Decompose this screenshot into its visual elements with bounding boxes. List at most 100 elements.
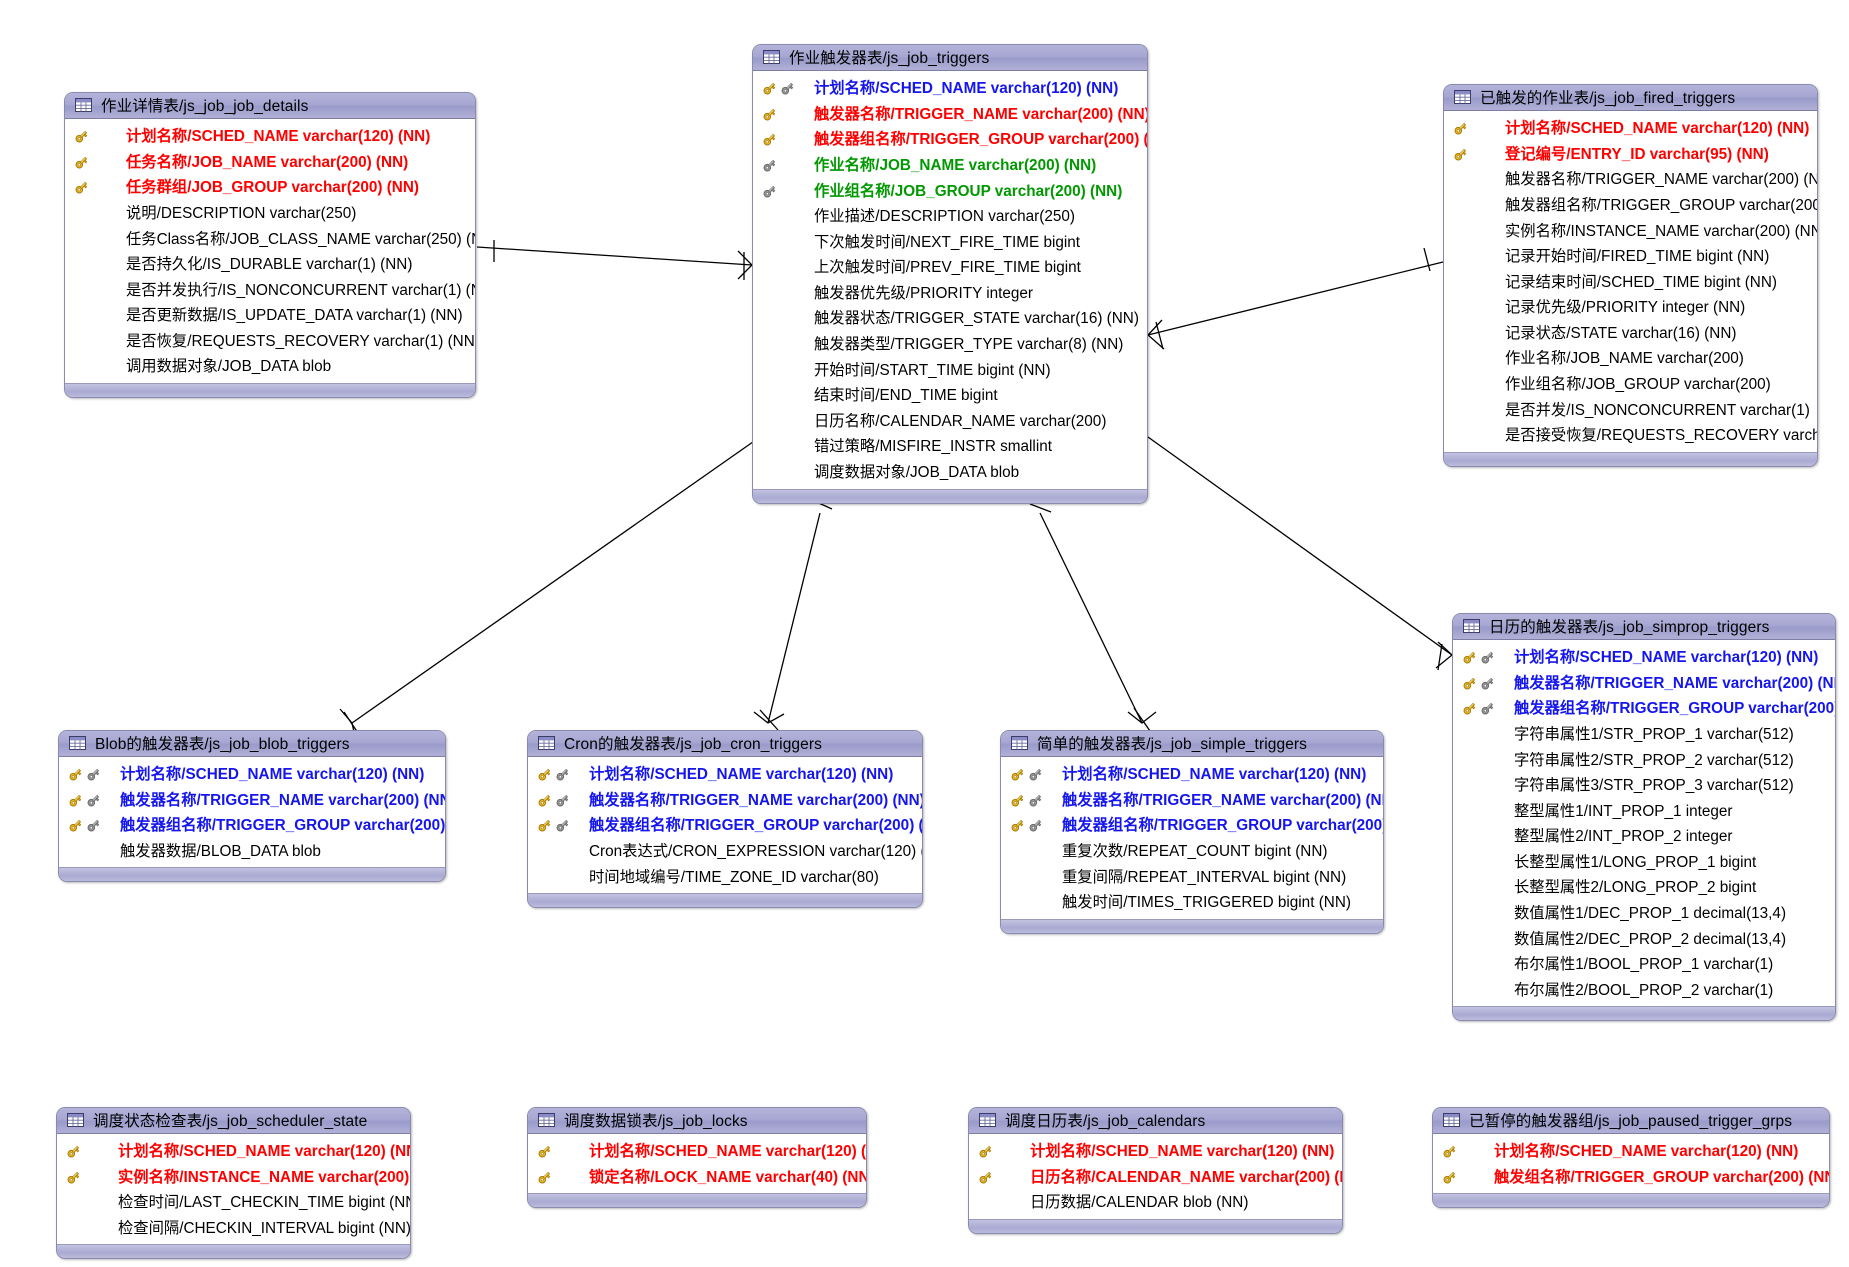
attribute-row[interactable]: Cron表达式/CRON_EXPRESSION varchar(120) (NN…	[528, 839, 922, 865]
entity-blob_triggers[interactable]: Blob的触发器表/js_job_blob_triggers 计划名称/SCHED…	[58, 730, 446, 883]
attribute-row[interactable]: 检查间隔/CHECKIN_INTERVAL bigint (NN)	[57, 1216, 410, 1242]
attribute-row[interactable]: 布尔属性2/BOOL_PROP_2 varchar(1)	[1453, 978, 1835, 1004]
attribute-row[interactable]: 日历名称/CALENDAR_NAME varchar(200)	[753, 409, 1147, 435]
attribute-row[interactable]: 触发器类型/TRIGGER_TYPE varchar(8) (NN)	[753, 332, 1147, 358]
attribute-row[interactable]: 长整型属性2/LONG_PROP_2 bigint	[1453, 875, 1835, 901]
attribute-row[interactable]: 作业描述/DESCRIPTION varchar(250)	[753, 204, 1147, 230]
attribute-row[interactable]: 触发器状态/TRIGGER_STATE varchar(16) (NN)	[753, 306, 1147, 332]
attribute-row[interactable]: 字符串属性1/STR_PROP_1 varchar(512)	[1453, 722, 1835, 748]
attribute-row[interactable]: 触发器组名称/TRIGGER_GROUP varchar(200) (NN)	[753, 127, 1147, 153]
attribute-row[interactable]: 错过策略/MISFIRE_INSTR smallint	[753, 434, 1147, 460]
attribute-row[interactable]: 任务群组/JOB_GROUP varchar(200) (NN)	[65, 175, 475, 201]
attribute-row[interactable]: 作业名称/JOB_NAME varchar(200) (NN)	[753, 153, 1147, 179]
attribute-row[interactable]: 结束时间/END_TIME bigint	[753, 383, 1147, 409]
attribute-row[interactable]: 计划名称/SCHED_NAME varchar(120) (NN)	[1453, 645, 1835, 671]
entity-header-paused_trigger_grps[interactable]: 已暂停的触发器组/js_job_paused_trigger_grps	[1433, 1108, 1829, 1134]
attribute-row[interactable]: 触发器名称/TRIGGER_NAME varchar(200) (NN)	[1001, 788, 1383, 814]
attribute-row[interactable]: 触发器组名称/TRIGGER_GROUP varchar(200) (NN)	[59, 813, 445, 839]
attribute-row[interactable]: 触发器名称/TRIGGER_NAME varchar(200) (NN)	[59, 788, 445, 814]
attribute-row[interactable]: 触发器名称/TRIGGER_NAME varchar(200) (NN)	[1444, 167, 1817, 193]
attribute-row[interactable]: 记录结束时间/SCHED_TIME bigint (NN)	[1444, 270, 1817, 296]
attribute-row[interactable]: 作业组名称/JOB_GROUP varchar(200) (NN)	[753, 178, 1147, 204]
entity-job_details[interactable]: 作业详情表/js_job_job_details 计划名称/SCHED_NAME …	[64, 92, 476, 398]
entity-header-locks[interactable]: 调度数据锁表/js_job_locks	[528, 1108, 866, 1134]
attribute-row[interactable]: 是否更新数据/IS_UPDATE_DATA varchar(1) (NN)	[65, 303, 475, 329]
entity-job_triggers[interactable]: 作业触发器表/js_job_triggers 计划名称/SCHED_NAME va…	[752, 44, 1148, 504]
entity-paused_trigger_grps[interactable]: 已暂停的触发器组/js_job_paused_trigger_grps 计划名称/…	[1432, 1107, 1830, 1209]
attribute-row[interactable]: 实例名称/INSTANCE_NAME varchar(200) (NN)	[1444, 218, 1817, 244]
entity-cron_triggers[interactable]: Cron的触发器表/js_job_cron_triggers 计划名称/SCHED…	[527, 730, 923, 908]
entity-header-job_details[interactable]: 作业详情表/js_job_job_details	[65, 93, 475, 119]
attribute-row[interactable]: 数值属性2/DEC_PROP_2 decimal(13,4)	[1453, 927, 1835, 953]
attribute-row[interactable]: 调用数据对象/JOB_DATA blob	[65, 354, 475, 380]
attribute-row[interactable]: 是否恢复/REQUESTS_RECOVERY varchar(1) (NN)	[65, 329, 475, 355]
attribute-row[interactable]: 整型属性1/INT_PROP_1 integer	[1453, 799, 1835, 825]
attribute-row[interactable]: 记录优先级/PRIORITY integer (NN)	[1444, 295, 1817, 321]
attribute-row[interactable]: 数值属性1/DEC_PROP_1 decimal(13,4)	[1453, 901, 1835, 927]
attribute-row[interactable]: 触发器组名称/TRIGGER_GROUP varchar(200) (NN)	[1453, 696, 1835, 722]
attribute-row[interactable]: 锁定名称/LOCK_NAME varchar(40) (NN)	[528, 1165, 866, 1191]
entity-fired_triggers[interactable]: 已触发的作业表/js_job_fired_triggers 计划名称/SCHED_…	[1443, 84, 1818, 467]
entity-header-fired_triggers[interactable]: 已触发的作业表/js_job_fired_triggers	[1444, 85, 1817, 111]
attribute-row[interactable]: 时间地域编号/TIME_ZONE_ID varchar(80)	[528, 864, 922, 890]
attribute-row[interactable]: 是否并发/IS_NONCONCURRENT varchar(1)	[1444, 398, 1817, 424]
attribute-row[interactable]: 计划名称/SCHED_NAME varchar(120) (NN)	[59, 762, 445, 788]
attribute-row[interactable]: 触发器组名称/TRIGGER_GROUP varchar(200) (NN)	[528, 813, 922, 839]
attribute-row[interactable]: 计划名称/SCHED_NAME varchar(120) (NN)	[528, 762, 922, 788]
attribute-row[interactable]: 计划名称/SCHED_NAME varchar(120) (NN)	[1001, 762, 1383, 788]
attribute-row[interactable]: 字符串属性2/STR_PROP_2 varchar(512)	[1453, 747, 1835, 773]
attribute-row[interactable]: 下次触发时间/NEXT_FIRE_TIME bigint	[753, 230, 1147, 256]
attribute-row[interactable]: 开始时间/START_TIME bigint (NN)	[753, 358, 1147, 384]
attribute-row[interactable]: 检查时间/LAST_CHECKIN_TIME bigint (NN)	[57, 1190, 410, 1216]
attribute-row[interactable]: 重复间隔/REPEAT_INTERVAL bigint (NN)	[1001, 864, 1383, 890]
attribute-row[interactable]: 触发器数据/BLOB_DATA blob	[59, 839, 445, 865]
attribute-row[interactable]: 计划名称/SCHED_NAME varchar(120) (NN)	[528, 1139, 866, 1165]
attribute-row[interactable]: 计划名称/SCHED_NAME varchar(120) (NN)	[65, 124, 475, 150]
attribute-row[interactable]: 任务Class名称/JOB_CLASS_NAME varchar(250) (N…	[65, 226, 475, 252]
attribute-row[interactable]: 计划名称/SCHED_NAME varchar(120) (NN)	[1444, 116, 1817, 142]
attribute-row[interactable]: 触发器名称/TRIGGER_NAME varchar(200) (NN)	[1453, 671, 1835, 697]
attribute-row[interactable]: 任务名称/JOB_NAME varchar(200) (NN)	[65, 150, 475, 176]
attribute-row[interactable]: 触发器名称/TRIGGER_NAME varchar(200) (NN)	[528, 788, 922, 814]
entity-simple_triggers[interactable]: 简单的触发器表/js_job_simple_triggers 计划名称/SCHED…	[1000, 730, 1384, 934]
attribute-row[interactable]: 计划名称/SCHED_NAME varchar(120) (NN)	[753, 76, 1147, 102]
attribute-row[interactable]: 触发器组名称/TRIGGER_GROUP varchar(200) (NN)	[1444, 193, 1817, 219]
entity-header-blob_triggers[interactable]: Blob的触发器表/js_job_blob_triggers	[59, 731, 445, 757]
attribute-row[interactable]: 整型属性2/INT_PROP_2 integer	[1453, 824, 1835, 850]
entity-calendars[interactable]: 调度日历表/js_job_calendars 计划名称/SCHED_NAME va…	[968, 1107, 1343, 1234]
attribute-row[interactable]: 作业名称/JOB_NAME varchar(200)	[1444, 346, 1817, 372]
entity-locks[interactable]: 调度数据锁表/js_job_locks 计划名称/SCHED_NAME varch…	[527, 1107, 867, 1209]
attribute-row[interactable]: 记录开始时间/FIRED_TIME bigint (NN)	[1444, 244, 1817, 270]
entity-header-simprop_triggers[interactable]: 日历的触发器表/js_job_simprop_triggers	[1453, 614, 1835, 640]
attribute-row[interactable]: 触发器组名称/TRIGGER_GROUP varchar(200) (NN)	[1001, 813, 1383, 839]
entity-header-calendars[interactable]: 调度日历表/js_job_calendars	[969, 1108, 1342, 1134]
attribute-row[interactable]: 触发器优先级/PRIORITY integer	[753, 281, 1147, 307]
attribute-row[interactable]: 上次触发时间/PREV_FIRE_TIME bigint	[753, 255, 1147, 281]
attribute-row[interactable]: 登记编号/ENTRY_ID varchar(95) (NN)	[1444, 142, 1817, 168]
entity-header-cron_triggers[interactable]: Cron的触发器表/js_job_cron_triggers	[528, 731, 922, 757]
attribute-row[interactable]: 作业组名称/JOB_GROUP varchar(200)	[1444, 372, 1817, 398]
attribute-row[interactable]: 触发组名称/TRIGGER_GROUP varchar(200) (NN)	[1433, 1165, 1829, 1191]
attribute-row[interactable]: 记录状态/STATE varchar(16) (NN)	[1444, 321, 1817, 347]
entity-header-simple_triggers[interactable]: 简单的触发器表/js_job_simple_triggers	[1001, 731, 1383, 757]
attribute-row[interactable]: 计划名称/SCHED_NAME varchar(120) (NN)	[1433, 1139, 1829, 1165]
entity-scheduler_state[interactable]: 调度状态检查表/js_job_scheduler_state 计划名称/SCHED…	[56, 1107, 411, 1260]
attribute-row[interactable]: 触发器名称/TRIGGER_NAME varchar(200) (NN)	[753, 102, 1147, 128]
attribute-row[interactable]: 实例名称/INSTANCE_NAME varchar(200) (NN)	[57, 1165, 410, 1191]
attribute-row[interactable]: 是否并发执行/IS_NONCONCURRENT varchar(1) (NN)	[65, 278, 475, 304]
attribute-row[interactable]: 日历数据/CALENDAR blob (NN)	[969, 1190, 1342, 1216]
entity-header-job_triggers[interactable]: 作业触发器表/js_job_triggers	[753, 45, 1147, 71]
attribute-row[interactable]: 字符串属性3/STR_PROP_3 varchar(512)	[1453, 773, 1835, 799]
entity-simprop_triggers[interactable]: 日历的触发器表/js_job_simprop_triggers 计划名称/SCHE…	[1452, 613, 1836, 1022]
attribute-row[interactable]: 是否接受恢复/REQUESTS_RECOVERY varchar(1)	[1444, 423, 1817, 449]
entity-header-scheduler_state[interactable]: 调度状态检查表/js_job_scheduler_state	[57, 1108, 410, 1134]
attribute-row[interactable]: 说明/DESCRIPTION varchar(250)	[65, 201, 475, 227]
attribute-row[interactable]: 是否持久化/IS_DURABLE varchar(1) (NN)	[65, 252, 475, 278]
attribute-row[interactable]: 计划名称/SCHED_NAME varchar(120) (NN)	[57, 1139, 410, 1165]
attribute-row[interactable]: 触发时间/TIMES_TRIGGERED bigint (NN)	[1001, 890, 1383, 916]
attribute-row[interactable]: 长整型属性1/LONG_PROP_1 bigint	[1453, 850, 1835, 876]
attribute-row[interactable]: 日历名称/CALENDAR_NAME varchar(200) (NN)	[969, 1165, 1342, 1191]
attribute-row[interactable]: 重复次数/REPEAT_COUNT bigint (NN)	[1001, 839, 1383, 865]
attribute-row[interactable]: 布尔属性1/BOOL_PROP_1 varchar(1)	[1453, 952, 1835, 978]
attribute-row[interactable]: 计划名称/SCHED_NAME varchar(120) (NN)	[969, 1139, 1342, 1165]
